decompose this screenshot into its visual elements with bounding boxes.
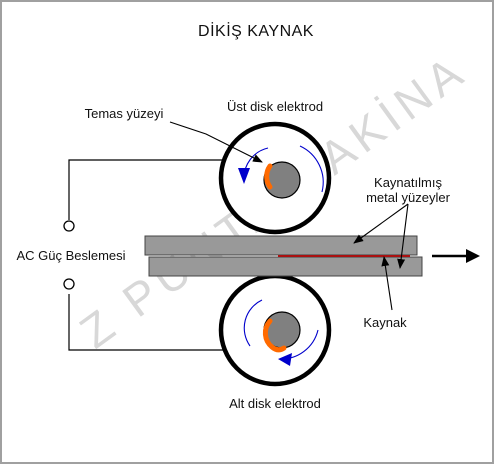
lower-terminal-icon xyxy=(63,278,75,290)
welded-surfaces-label-line1: Kaynatılmış xyxy=(374,175,442,190)
weld-label: Kaynak xyxy=(363,315,407,330)
contact-surface-label: Temas yüzeyi xyxy=(85,106,164,121)
upper-electrode-label: Üst disk elektrod xyxy=(227,99,323,114)
upper-metal-plate xyxy=(144,235,418,256)
lower-contact-arc xyxy=(262,318,287,353)
welded-surfaces-label-line2: metal yüzeyler xyxy=(366,190,450,205)
feed-direction-arrow-icon xyxy=(466,249,480,263)
upper-hub xyxy=(263,161,301,199)
leader-lines xyxy=(169,121,409,311)
lower-disk-electrode xyxy=(218,273,332,387)
ac-supply-label: AC Güç Beslemesi xyxy=(16,248,125,263)
diagram-title: DİKİŞ KAYNAK xyxy=(198,21,314,40)
upper-terminal-icon xyxy=(63,220,75,232)
lower-metal-plate xyxy=(148,256,423,277)
upper-rotation-arc-right xyxy=(299,145,324,193)
upper-rotation-arrowhead xyxy=(238,168,250,184)
lower-electrode-label: Alt disk elektrod xyxy=(229,396,321,411)
lower-rotation-arrowhead xyxy=(278,353,292,366)
lower-rotation-arc-left xyxy=(243,299,263,347)
upper-contact-arc xyxy=(264,163,273,190)
upper-disk-electrode xyxy=(218,121,332,235)
